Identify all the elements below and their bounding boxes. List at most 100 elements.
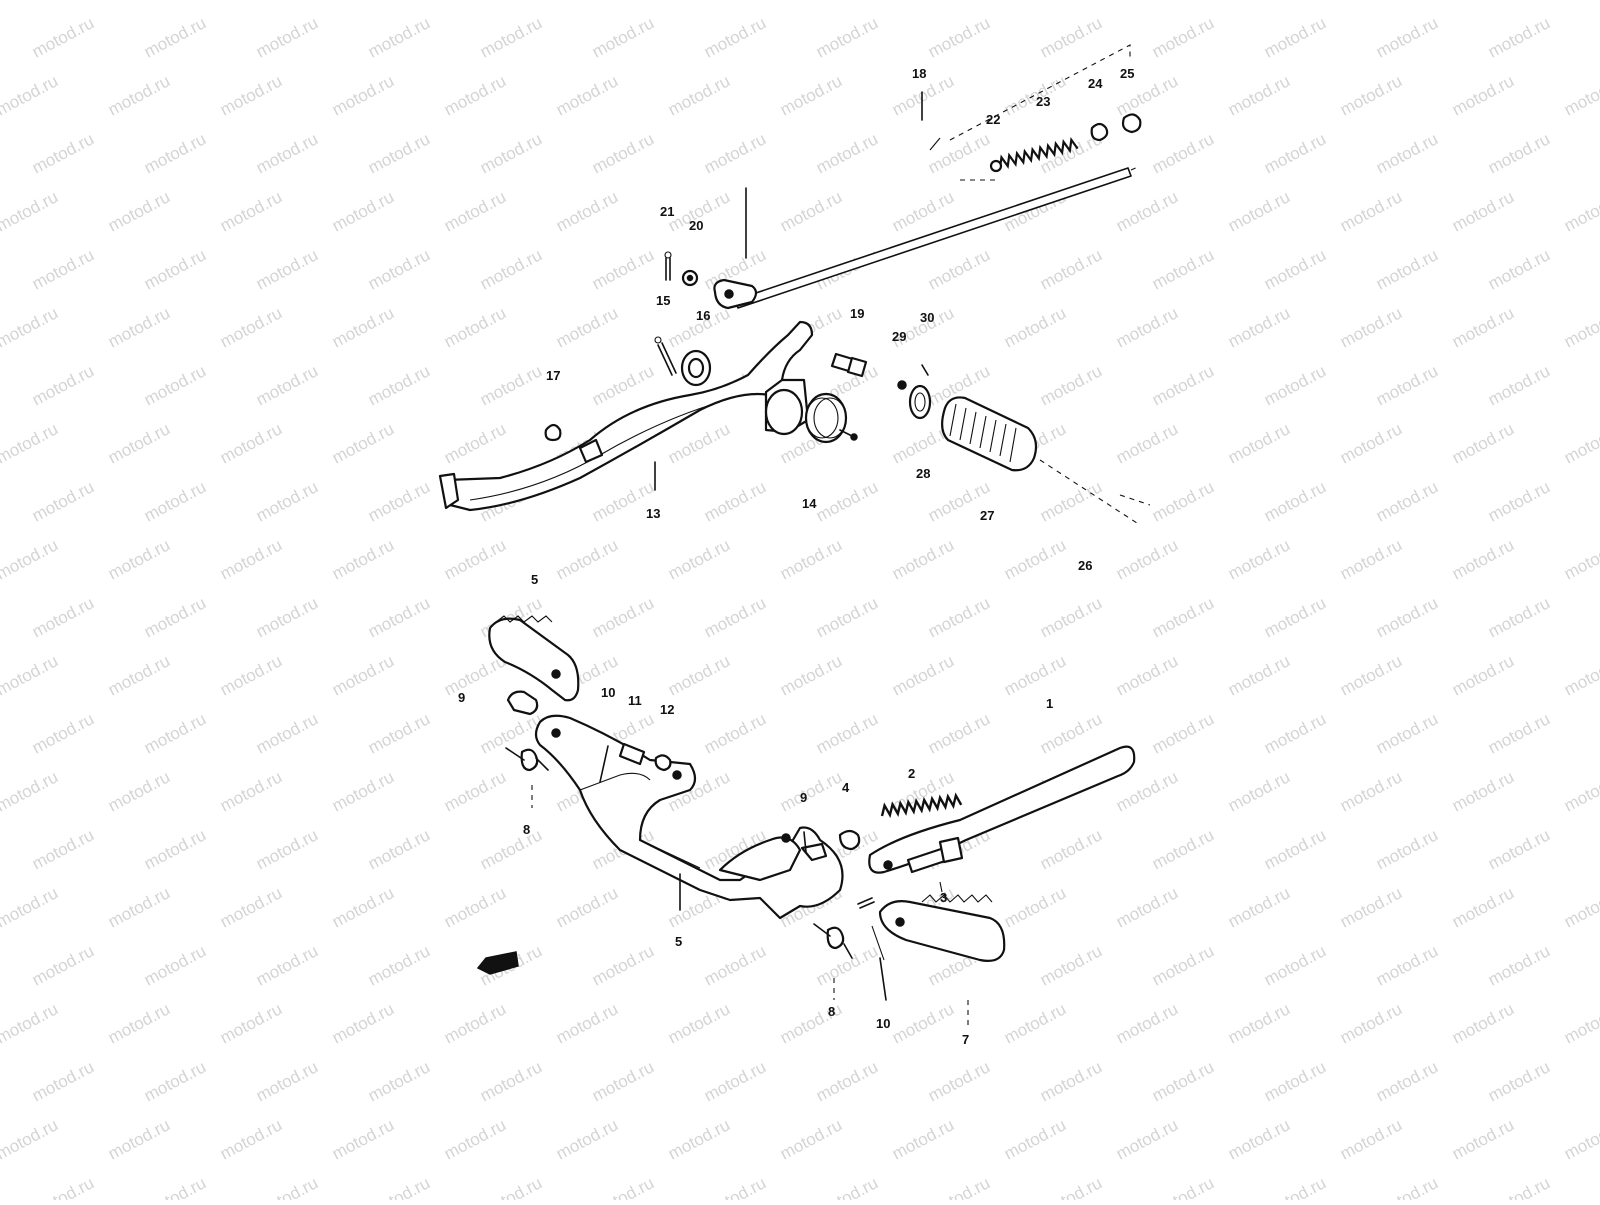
watermark-text: motod.ru [105,883,173,931]
watermark-text: motod.ru [665,71,733,119]
watermark-text: motod.ru [1561,303,1600,351]
watermark-text: motod.ru [777,767,845,815]
watermark-text: motod.ru [701,709,769,757]
watermark-text: motod.ru [365,941,433,989]
watermark-text: motod.ru [29,361,97,409]
watermark-text: motod.ru [1561,883,1600,931]
watermark-text: motod.ru [141,941,209,989]
watermark-text: motod.ru [253,709,321,757]
watermark-text: motod.ru [1373,1173,1441,1200]
watermark-text: motod.ru [1373,593,1441,641]
watermark-text: motod.ru [1113,883,1181,931]
watermark-text: motod.ru [1373,941,1441,989]
watermark-text: motod.ru [1485,477,1553,525]
callout-7: 7 [962,1032,969,1047]
watermark-text: motod.ru [701,593,769,641]
watermark-text: motod.ru [1561,187,1600,235]
watermark-text: motod.ru [1337,767,1405,815]
watermark-text: motod.ru [1449,71,1517,119]
watermark-text: motod.ru [1373,825,1441,873]
watermark-text: motod.ru [1449,187,1517,235]
callout-23: 23 [1036,94,1050,109]
watermark-text: motod.ru [29,1057,97,1105]
watermark-text: motod.ru [813,13,881,61]
watermark-text: motod.ru [1485,709,1553,757]
watermark-text: motod.ru [329,71,397,119]
watermark-text: motod.ru [477,245,545,293]
watermark-text: motod.ru [701,13,769,61]
watermark-text: motod.ru [701,129,769,177]
watermark-text: motod.ru [813,477,881,525]
watermark-text: motod.ru [1561,0,1600,4]
watermark-text: motod.ru [105,999,173,1047]
watermark-text: motod.ru [1225,767,1293,815]
watermark-text: motod.ru [29,1173,97,1200]
pin-9-right [800,831,828,862]
watermark-text: motod.ru [1001,303,1069,351]
watermark-text: motod.ru [1001,999,1069,1047]
watermark-text: motod.ru [477,13,545,61]
callout-3: 3 [940,890,947,905]
watermark-text: motod.ru [1373,129,1441,177]
footrest-7-right [878,894,1006,962]
watermark-text: motod.ru [1561,767,1600,815]
watermark-text: motod.ru [777,0,845,4]
watermark-text: motod.ru [141,1173,209,1200]
watermark-text: motod.ru [441,303,509,351]
watermark-text: motod.ru [777,187,845,235]
watermark-text: motod.ru [1149,709,1217,757]
watermark-text: motod.ru [141,825,209,873]
watermark-text: motod.ru [217,187,285,235]
watermark-text: motod.ru [1261,1057,1329,1105]
stand-bolt-3 [906,836,964,874]
watermark-text: motod.ru [329,651,397,699]
watermark-text: motod.ru [217,419,285,467]
callout-12: 12 [660,702,674,717]
callout-9-left: 9 [458,690,465,705]
watermark-text: motod.ru [217,71,285,119]
adjuster-nut-24-25 [949,44,1142,181]
watermark-text: motod.ru [1261,13,1329,61]
watermark-text: motod.ru [365,1173,433,1200]
watermark-text: motod.ru [1225,883,1293,931]
watermark-text: motod.ru [589,13,657,61]
watermark-text: motod.ru [1149,1057,1217,1105]
watermark-text: motod.ru [1149,129,1217,177]
watermark-text: motod.ru [441,535,509,583]
callout-27: 27 [980,508,994,523]
callout-19: 19 [850,306,864,321]
watermark-text: motod.ru [329,535,397,583]
watermark-text: motod.ru [1113,1115,1181,1163]
watermark-text: motod.ru [1113,651,1181,699]
watermark-text: motod.ru [253,1057,321,1105]
watermark-text: motod.ru [925,1173,993,1200]
watermark-text: motod.ru [589,1057,657,1105]
watermark-text: motod.ru [889,1115,957,1163]
watermark-text: motod.ru [105,419,173,467]
watermark-text: motod.ru [329,1115,397,1163]
watermark-text: motod.ru [365,13,433,61]
watermark-text: motod.ru [217,1115,285,1163]
watermark-text: motod.ru [329,999,397,1047]
callout-28: 28 [916,466,930,481]
watermark-text: motod.ru [777,71,845,119]
watermark-text: motod.ru [365,361,433,409]
spring-8-right [813,923,853,959]
watermark-text: motod.ru [1037,361,1105,409]
watermark-text: motod.ru [141,593,209,641]
watermark-text: motod.ru [1149,245,1217,293]
callout-21: 21 [660,204,674,219]
watermark-text: motod.ru [589,129,657,177]
watermark-text: motod.ru [813,1057,881,1105]
watermark-text: motod.ru [0,767,61,815]
watermark-text: motod.ru [589,1173,657,1200]
watermark-text: motod.ru [553,999,621,1047]
watermark-text: motod.ru [253,361,321,409]
watermark-text: motod.ru [1373,709,1441,757]
watermark-text: motod.ru [1225,999,1293,1047]
cotter-pin-15 [664,251,672,281]
watermark-text: motod.ru [889,0,957,4]
grease-nipple-17 [544,423,562,442]
watermark-text: motod.ru [1261,361,1329,409]
callout-5-bottom: 5 [675,934,682,949]
